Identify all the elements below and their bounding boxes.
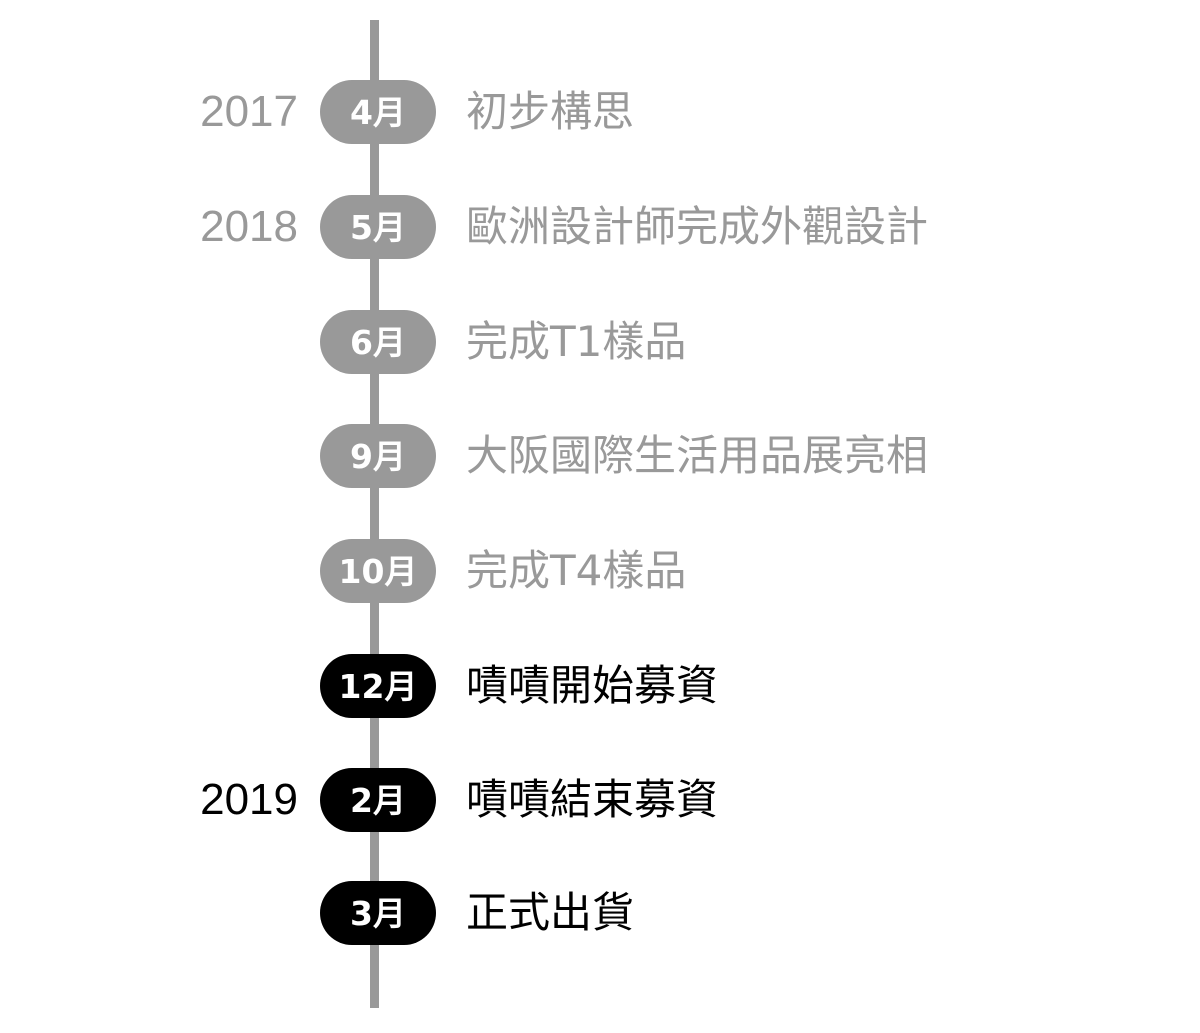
event-year: 2018 [200,202,298,251]
event-description: 嘖嘖開始募資 [466,661,719,710]
event-month-badge: 9月 [320,424,436,488]
timeline-event: 2018 5月 歐洲設計師完成外觀設計 [0,195,1200,259]
event-month-badge: 2月 [320,768,436,832]
event-description: 大阪國際生活用品展亮相 [466,431,929,480]
event-year: 2017 [200,87,298,136]
event-month-badge: 5月 [320,195,436,259]
timeline-event: 6月 完成T1樣品 [0,310,1200,374]
event-description: 嘖嘖結束募資 [466,775,719,824]
event-month-badge: 6月 [320,310,436,374]
timeline-event: 12月 嘖嘖開始募資 [0,654,1200,718]
timeline-axis-line [370,20,379,1008]
timeline-event: 10月 完成T4樣品 [0,539,1200,603]
event-month-badge: 10月 [320,539,436,603]
event-month-badge: 4月 [320,80,436,144]
event-description: 歐洲設計師完成外觀設計 [466,202,929,251]
event-description: 正式出貨 [466,888,635,937]
timeline-event: 3月 正式出貨 [0,881,1200,945]
timeline-event: 9月 大阪國際生活用品展亮相 [0,424,1200,488]
timeline-event: 2017 4月 初步構思 [0,80,1200,144]
event-description: 完成T4樣品 [466,546,687,595]
event-description: 完成T1樣品 [466,317,687,366]
event-description: 初步構思 [466,87,635,136]
event-month-badge: 3月 [320,881,436,945]
event-year: 2019 [200,775,298,824]
timeline-event: 2019 2月 嘖嘖結束募資 [0,768,1200,832]
event-month-badge: 12月 [320,654,436,718]
